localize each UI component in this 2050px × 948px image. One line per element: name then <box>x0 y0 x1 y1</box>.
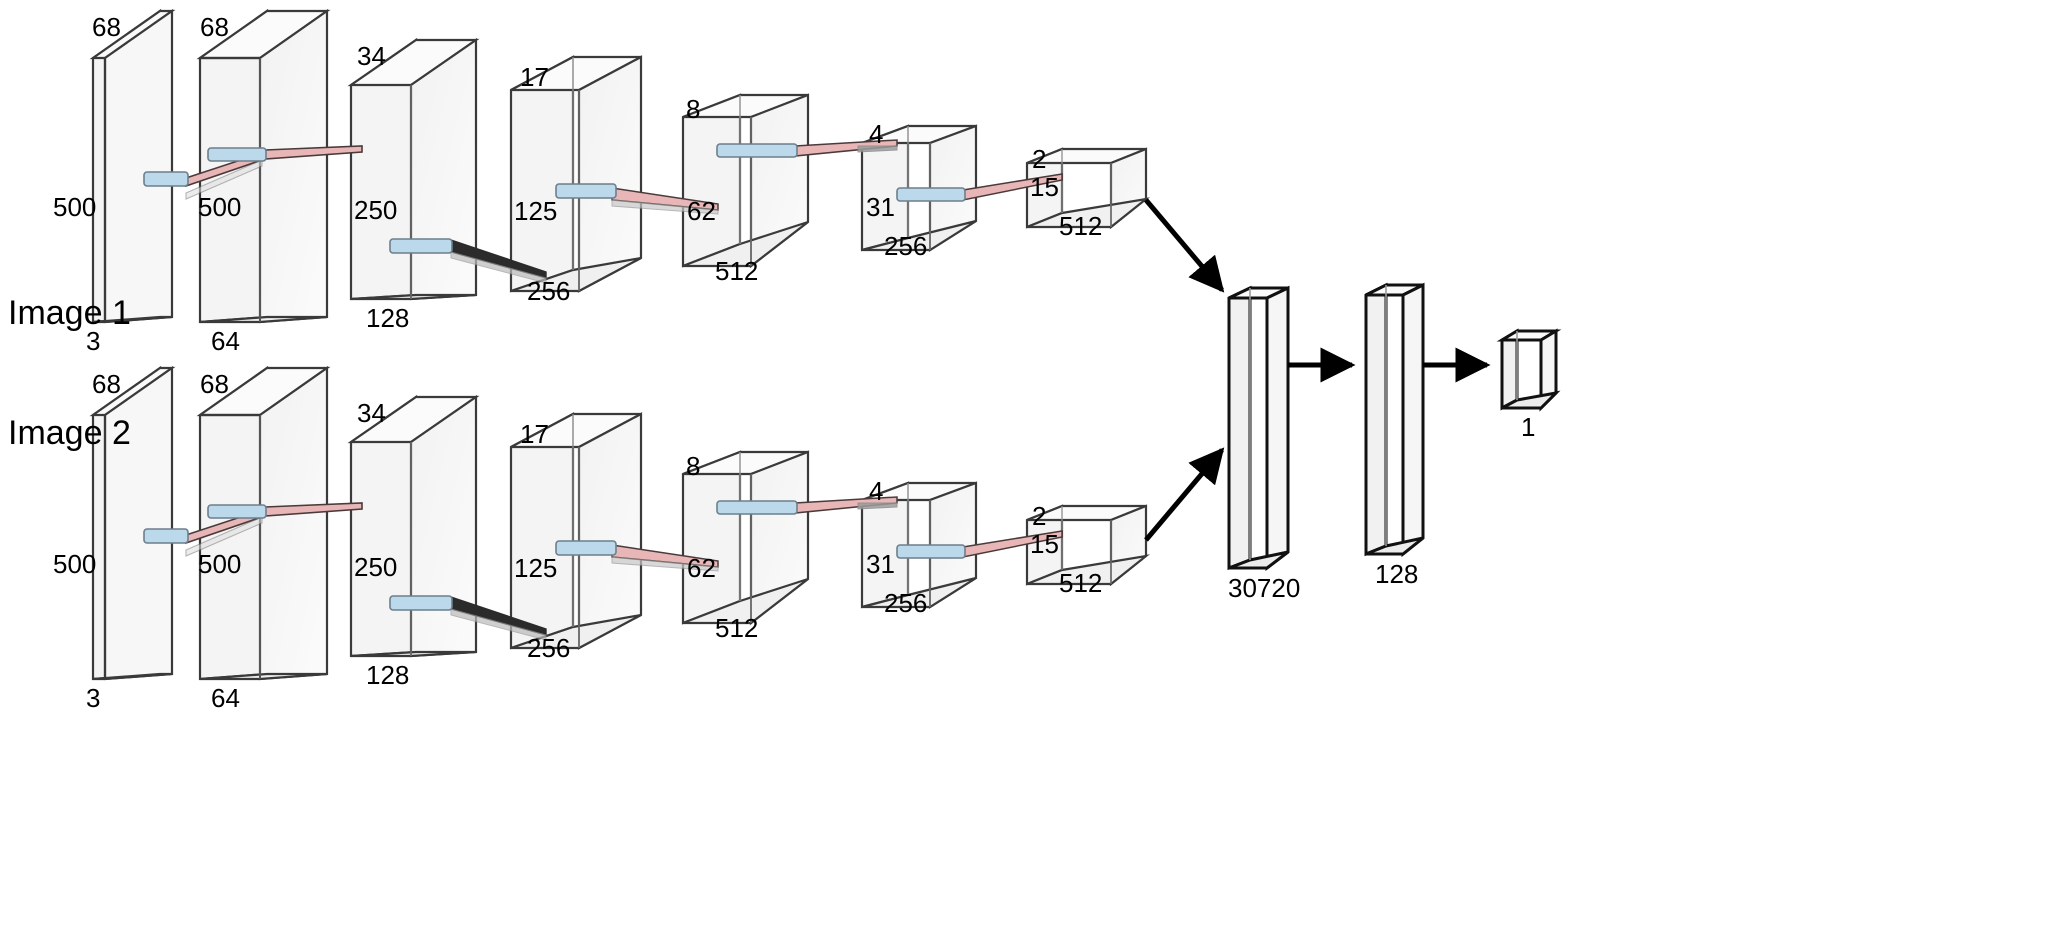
b2-l5-bottom-label: 512 <box>715 613 759 643</box>
b1-l1-top-label: 68 <box>92 12 121 42</box>
b1-l6-left-label: 31 <box>866 192 895 222</box>
b1-layer-3-box <box>347 37 480 301</box>
b2-conn-2 <box>207 502 363 519</box>
b2-l1-left-label: 500 <box>53 549 97 579</box>
b2-l2-left-label: 500 <box>198 549 242 579</box>
branch-2-group <box>89 365 1150 681</box>
b2-conn-3 <box>389 595 547 641</box>
head-dense-box <box>1364 282 1425 558</box>
b1-l4-bottom-label: 256 <box>527 276 571 306</box>
b2-layer-5-box <box>681 450 810 626</box>
b2-conn-4 <box>555 540 719 572</box>
b2-l2-bottom-label: 64 <box>211 683 240 713</box>
head-output-box <box>1496 328 1562 412</box>
head-concat-label: 30720 <box>1228 573 1301 603</box>
b2-layer-3-box <box>347 394 480 658</box>
b2-l7-bottom-label: 512 <box>1059 568 1103 598</box>
b2-layer-1-box <box>89 365 176 681</box>
head-dense-label: 128 <box>1375 559 1419 589</box>
head-output-label: 1 <box>1521 412 1536 442</box>
b1-l7-bottom-label: 512 <box>1059 211 1103 241</box>
b2-l6-bottom-label: 256 <box>884 588 928 618</box>
b1-layer-2-box <box>196 8 331 324</box>
b1-l7-left-label: 15 <box>1030 172 1059 202</box>
b1-l3-top-label: 34 <box>357 41 386 71</box>
b1-layer-5-box <box>681 93 810 269</box>
b1-l6-top-label: 4 <box>869 119 884 149</box>
b1-layer-4-box <box>509 55 643 293</box>
b2-l6-top-label: 4 <box>869 476 884 506</box>
b2-l3-top-label: 34 <box>357 398 386 428</box>
b1-l2-top-label: 68 <box>200 12 229 42</box>
b2-l2-top-label: 68 <box>200 369 229 399</box>
b1-conn-4 <box>555 183 719 215</box>
b1-l6-bottom-label: 256 <box>884 231 928 261</box>
b2-l7-top-label: 2 <box>1032 501 1047 531</box>
b1-layer-1-box <box>89 8 176 324</box>
b2-layer-6-box <box>860 481 978 609</box>
b2-layer-4-box <box>509 412 643 650</box>
b1-l3-bottom-label: 128 <box>366 303 410 333</box>
b1-conn-2 <box>207 145 363 162</box>
head-group <box>1227 282 1562 572</box>
b1-layer-7-box <box>1025 147 1150 230</box>
b2-l4-left-label: 125 <box>514 553 558 583</box>
b1-l7-top-label: 2 <box>1032 144 1047 174</box>
b2-l4-top-label: 17 <box>520 419 549 449</box>
b1-to-concat-arrow <box>1144 198 1225 293</box>
b2-l4-bottom-label: 256 <box>527 633 571 663</box>
b1-l2-bottom-label: 64 <box>211 326 240 356</box>
b2-conn-5 <box>716 496 898 515</box>
b1-conn-3 <box>389 238 547 284</box>
b2-l1-bottom-label: 3 <box>86 683 101 713</box>
b1-l5-bottom-label: 512 <box>715 256 759 286</box>
b1-l5-left-label: 62 <box>687 196 716 226</box>
b2-l5-top-label: 8 <box>686 451 701 481</box>
b2-l6-left-label: 31 <box>866 549 895 579</box>
b2-l7-left-label: 15 <box>1030 529 1059 559</box>
input-label-image-2: Image 2 <box>8 414 131 452</box>
b2-l1-top-label: 68 <box>92 369 121 399</box>
b2-l5-left-label: 62 <box>687 553 716 583</box>
b2-conn-6 <box>896 530 1063 559</box>
b1-l2-left-label: 500 <box>198 192 242 222</box>
b2-to-concat-arrow <box>1144 447 1225 542</box>
b1-l1-bottom-label: 3 <box>86 326 101 356</box>
b1-l5-top-label: 8 <box>686 94 701 124</box>
b2-l3-left-label: 250 <box>354 552 398 582</box>
b1-conn-6 <box>896 173 1063 202</box>
b1-conn-5 <box>716 139 898 158</box>
b1-l1-left-label: 500 <box>53 192 97 222</box>
head-concat-box <box>1227 285 1290 572</box>
b1-l4-left-label: 125 <box>514 196 558 226</box>
branch-1-group <box>89 8 1225 324</box>
b2-layer-7-box <box>1025 504 1150 587</box>
b1-l3-left-label: 250 <box>354 195 398 225</box>
b1-l4-top-label: 17 <box>520 62 549 92</box>
input-label-image-1: Image 1 <box>8 294 131 332</box>
b2-l3-bottom-label: 128 <box>366 660 410 690</box>
